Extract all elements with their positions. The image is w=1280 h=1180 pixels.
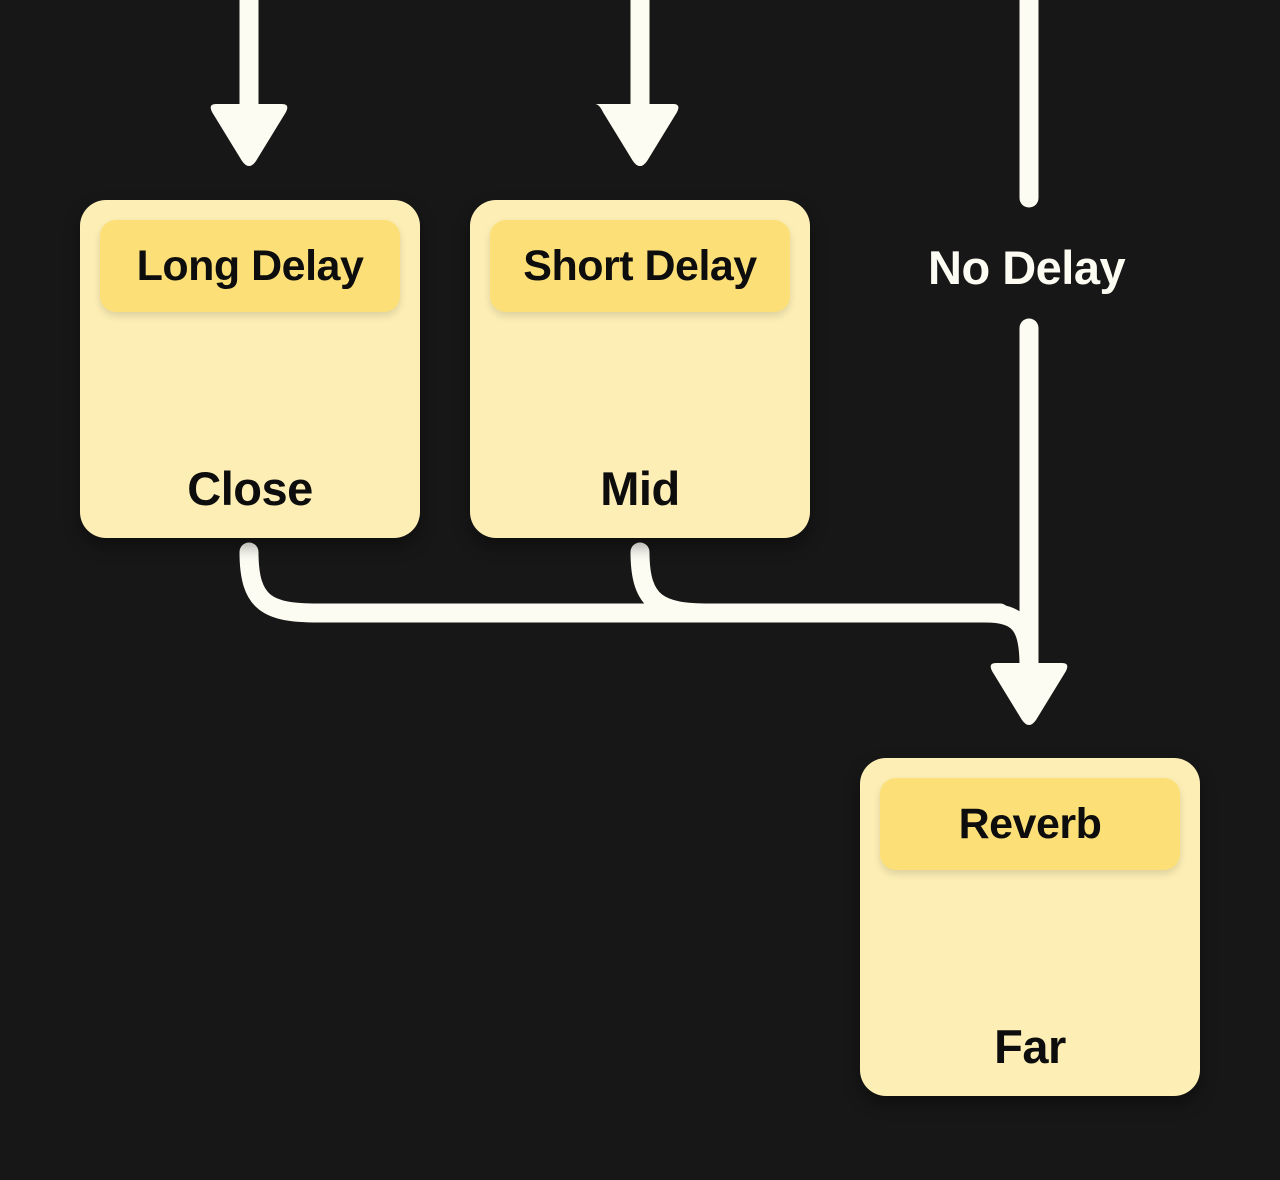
- node-far-body: [880, 870, 1180, 1023]
- node-mid-label: Mid: [600, 462, 680, 515]
- edge-close-to-far: [239, 542, 1010, 623]
- node-far[interactable]: Reverb Far: [860, 758, 1200, 1096]
- edge-label-no-delay: No Delay: [928, 241, 1126, 294]
- edge-into-mid: [595, 0, 679, 166]
- edge-mid-to-far: [630, 542, 1039, 676]
- node-mid-badge: Short Delay: [490, 220, 790, 312]
- node-far-badge: Reverb: [880, 778, 1180, 870]
- node-mid-body: [490, 312, 790, 465]
- node-close-label: Close: [187, 462, 313, 515]
- edge-into-close: [210, 0, 288, 166]
- node-far-label: Far: [994, 1020, 1066, 1073]
- node-close-badge: Long Delay: [100, 220, 400, 312]
- node-mid[interactable]: Short Delay Mid: [470, 200, 810, 538]
- node-close[interactable]: Long Delay Close: [80, 200, 420, 538]
- node-close-body: [100, 312, 400, 465]
- arrowhead-into-far: [990, 663, 1068, 725]
